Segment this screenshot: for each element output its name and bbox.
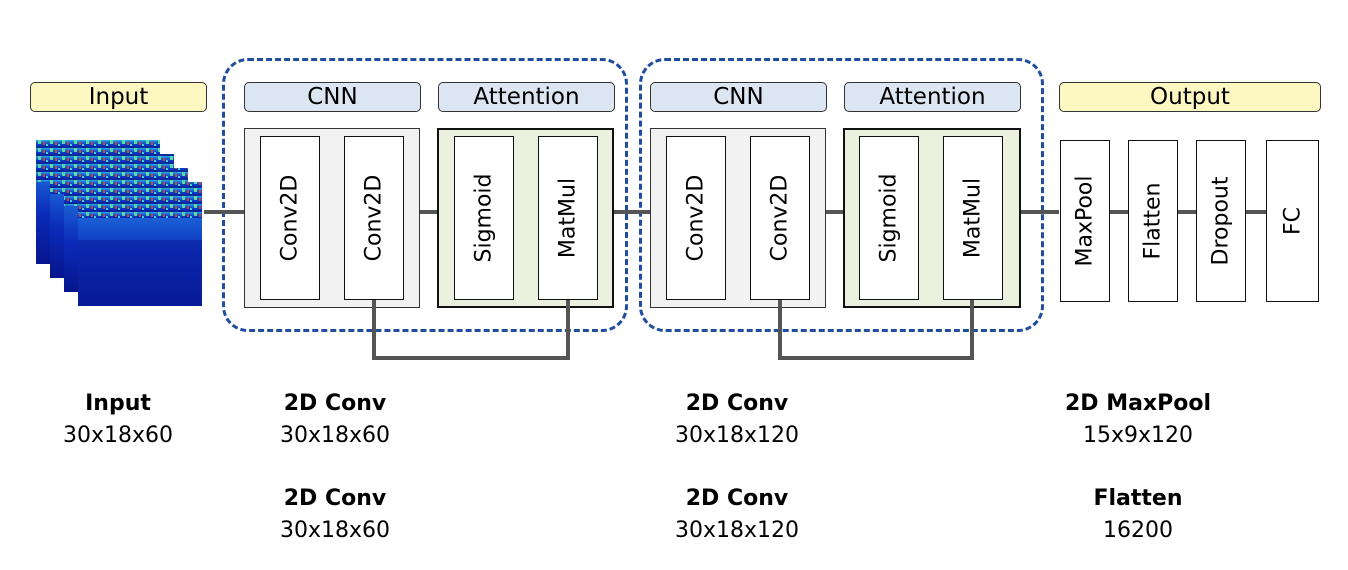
layer-label: Dropout (1208, 176, 1234, 266)
caption-name: 2D Conv (685, 391, 789, 416)
output-caption-1: 2D MaxPool 15x9x120 (1038, 388, 1238, 452)
input-header: Input (30, 82, 207, 112)
block1-group-outline (222, 58, 628, 332)
connector-block2-to-output (1021, 210, 1059, 214)
caption-dim: 30x18x120 (674, 423, 800, 448)
caption-dim: 30x18x60 (279, 423, 391, 448)
caption-dim: 30x18x120 (674, 518, 800, 543)
block2-group-outline (639, 58, 1044, 332)
attention-header-2: Attention (844, 82, 1021, 112)
output-caption-2: Flatten 16200 (1038, 483, 1238, 547)
layer-label: Flatten (1140, 182, 1166, 260)
sigmoid-layer-2: Sigmoid (859, 136, 919, 300)
caption-name: 2D Conv (283, 486, 387, 511)
conv2d-layer-2a: Conv2D (666, 136, 726, 300)
connector-block1-to-block2 (613, 210, 650, 214)
skip-connection-2-bottom (778, 356, 974, 360)
layer-label: Sigmoid (876, 173, 902, 263)
layer-label: MatMul (555, 177, 581, 259)
block1-caption-2: 2D Conv 30x18x60 (235, 483, 435, 547)
caption-dim: 15x9x120 (1082, 423, 1194, 448)
block1-caption-1: 2D Conv 30x18x60 (235, 388, 435, 452)
feature-map-layer-4 (78, 182, 202, 306)
connector-dropout-to-fc (1246, 210, 1266, 214)
caption-name: 2D MaxPool (1064, 391, 1212, 416)
input-caption: Input 30x18x60 (18, 388, 218, 452)
skip-connection-2-right (970, 300, 974, 360)
output-header: Output (1059, 82, 1321, 112)
connector-cnn-to-attention-2 (826, 210, 844, 214)
caption-name: Input (85, 391, 151, 416)
layer-label: Conv2D (277, 174, 303, 262)
attention-header-1: Attention (438, 82, 615, 112)
layer-label: Conv2D (361, 174, 387, 262)
skip-connection-1-left (372, 300, 376, 360)
skip-connection-1-right (566, 300, 570, 360)
layer-label: Conv2D (683, 174, 709, 262)
cnn-header-2: CNN (650, 82, 827, 112)
conv2d-layer-2b: Conv2D (750, 136, 810, 300)
caption-dim: 30x18x60 (62, 423, 174, 448)
caption-name: Flatten (1093, 486, 1183, 511)
block2-caption-2: 2D Conv 30x18x120 (637, 483, 837, 547)
layer-label: Sigmoid (471, 173, 497, 263)
matmul-layer-1: MatMul (538, 136, 598, 300)
conv2d-layer-1b: Conv2D (344, 136, 404, 300)
maxpool-layer: MaxPool (1060, 140, 1110, 302)
layer-label: Conv2D (767, 174, 793, 262)
layer-label: MaxPool (1072, 175, 1098, 267)
fc-layer: FC (1266, 140, 1319, 302)
connector-input-to-block1 (204, 210, 244, 214)
connector-cnn-to-attention-1 (420, 210, 438, 214)
input-feature-map-stack (36, 140, 202, 306)
caption-name: 2D Conv (685, 486, 789, 511)
block2-caption-1: 2D Conv 30x18x120 (637, 388, 837, 452)
flatten-layer: Flatten (1128, 140, 1178, 302)
skip-connection-2-left (778, 300, 782, 360)
cnn-header-1: CNN (244, 82, 421, 112)
conv2d-layer-1a: Conv2D (260, 136, 320, 300)
caption-dim: 30x18x60 (279, 518, 391, 543)
matmul-layer-2: MatMul (943, 136, 1003, 300)
caption-name: 2D Conv (283, 391, 387, 416)
connector-maxpool-to-flatten (1110, 210, 1128, 214)
layer-label: MatMul (960, 177, 986, 259)
dropout-layer: Dropout (1196, 140, 1246, 302)
skip-connection-1-bottom (372, 356, 570, 360)
layer-label: FC (1280, 206, 1305, 236)
sigmoid-layer-1: Sigmoid (454, 136, 514, 300)
caption-dim: 16200 (1103, 518, 1173, 543)
connector-flatten-to-dropout (1178, 210, 1196, 214)
